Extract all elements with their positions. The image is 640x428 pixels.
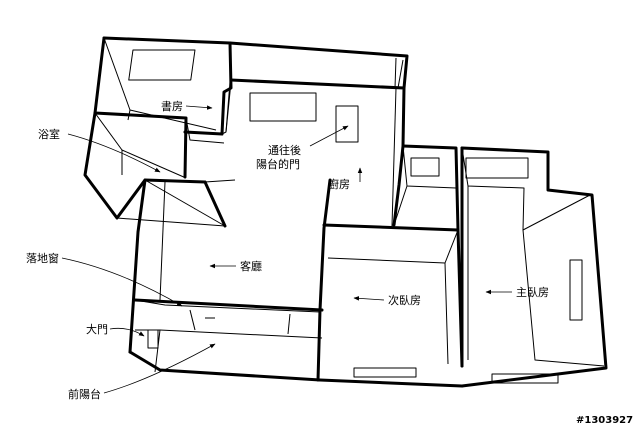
label-study: 書房	[161, 99, 213, 113]
master-bedroom	[460, 146, 608, 388]
label-kitchen: 廚房	[328, 167, 363, 191]
balcony-door-label-line2: 陽台的門	[256, 157, 300, 171]
study-room	[93, 36, 233, 136]
label-bath: 浴室	[38, 127, 161, 173]
study-label: 書房	[161, 99, 183, 113]
watermark-id: #1303927	[576, 415, 633, 426]
master-bedroom-label: 主臥房	[516, 286, 549, 299]
kitchen-area	[221, 41, 409, 227]
closet-window	[410, 157, 440, 177]
living-label: 客廳	[240, 259, 262, 273]
front-balcony	[128, 298, 324, 382]
front-balcony-label: 前陽台	[68, 387, 101, 401]
closet	[394, 144, 460, 232]
bath-label: 浴室	[38, 127, 60, 141]
label-second-bedroom: 次臥房	[353, 293, 421, 307]
window-label: 落地窗	[26, 251, 59, 265]
master-bedroom-window-bottom	[491, 373, 559, 384]
second-bedroom-window	[353, 367, 417, 378]
back-balcony-door	[335, 105, 359, 143]
label-window: 落地窗	[26, 251, 183, 307]
label-living: 客廳	[209, 259, 262, 273]
entrance-door	[147, 329, 159, 349]
master-bedroom-window-side	[569, 259, 583, 321]
second-bedroom-label: 次臥房	[388, 293, 421, 307]
kitchen-window	[249, 92, 317, 122]
label-balcony-door: 通往後 陽台的門	[256, 125, 349, 171]
kitchen-label: 廚房	[328, 177, 350, 191]
master-bedroom-window-top	[465, 157, 529, 179]
label-front-balcony: 前陽台	[68, 343, 216, 401]
living-room	[116, 178, 332, 382]
bath-room	[83, 111, 236, 220]
label-master-bedroom: 主臥房	[485, 286, 549, 299]
label-entrance: 大門	[86, 322, 145, 337]
balcony-door-label-line1: 通往後	[268, 143, 301, 157]
study-window	[128, 49, 196, 81]
entrance-label: 大門	[86, 322, 108, 336]
